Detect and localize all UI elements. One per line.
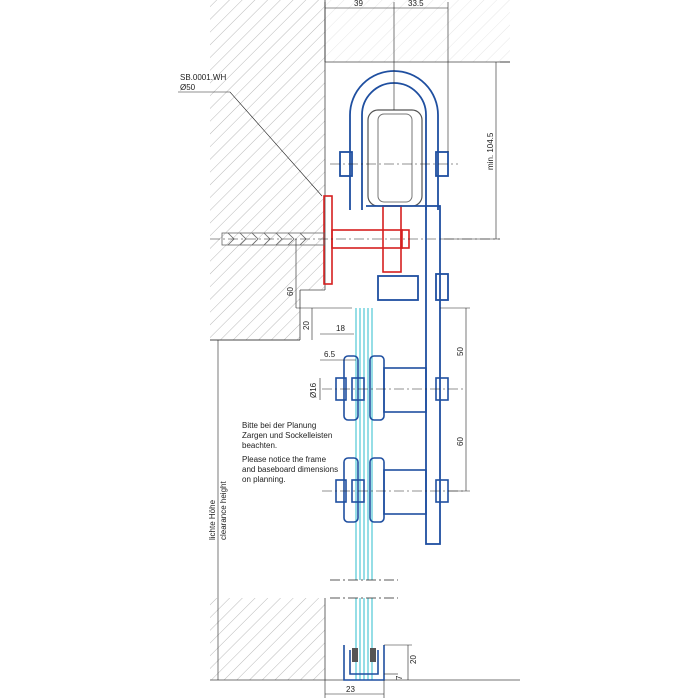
floor-guide <box>343 645 385 681</box>
clearance-height-de: lichte Höhe <box>208 499 217 540</box>
hanger-assembly <box>330 70 458 545</box>
lower-clamp <box>322 457 464 523</box>
wall-bracket <box>323 195 410 285</box>
dim-18: 18 <box>336 324 345 333</box>
glass-pane <box>330 308 398 680</box>
dim-50: 50 <box>456 347 465 356</box>
dimension-lines <box>178 2 510 698</box>
dim-23-bottom: 23 <box>346 685 355 694</box>
note-de-line3: beachten. <box>242 441 277 450</box>
dim-33-5: 33.5 <box>408 0 424 8</box>
note-en-line2: and baseboard dimensions <box>242 465 338 474</box>
dim-20-wall: 20 <box>302 321 311 330</box>
note-en-line1: Please notice the frame <box>242 455 327 464</box>
note-de-line1: Bitte bei der Planung <box>242 421 316 430</box>
part-diameter-label: Ø50 <box>180 83 196 92</box>
dim-7-bottom: 7 <box>395 675 404 680</box>
note-de-line2: Zargen und Sockelleisten <box>242 431 332 440</box>
dim-diameter-16: Ø16 <box>309 382 318 398</box>
part-code-label: SB.0001.WH <box>180 73 226 82</box>
lower-wall <box>210 598 520 681</box>
upper-wall <box>210 0 510 341</box>
dim-min-104-5: min. 104.5 <box>486 132 495 170</box>
clearance-height-en: clearance height <box>219 481 228 540</box>
dim-60-clamp: 60 <box>456 437 465 446</box>
note-en-line3: on planning. <box>242 475 286 484</box>
dim-60-wall: 60 <box>286 287 295 296</box>
upper-clamp <box>322 355 464 421</box>
dim-39: 39 <box>354 0 363 8</box>
dim-6-5: 6.5 <box>324 350 336 359</box>
dim-20-bottom: 20 <box>409 655 418 664</box>
